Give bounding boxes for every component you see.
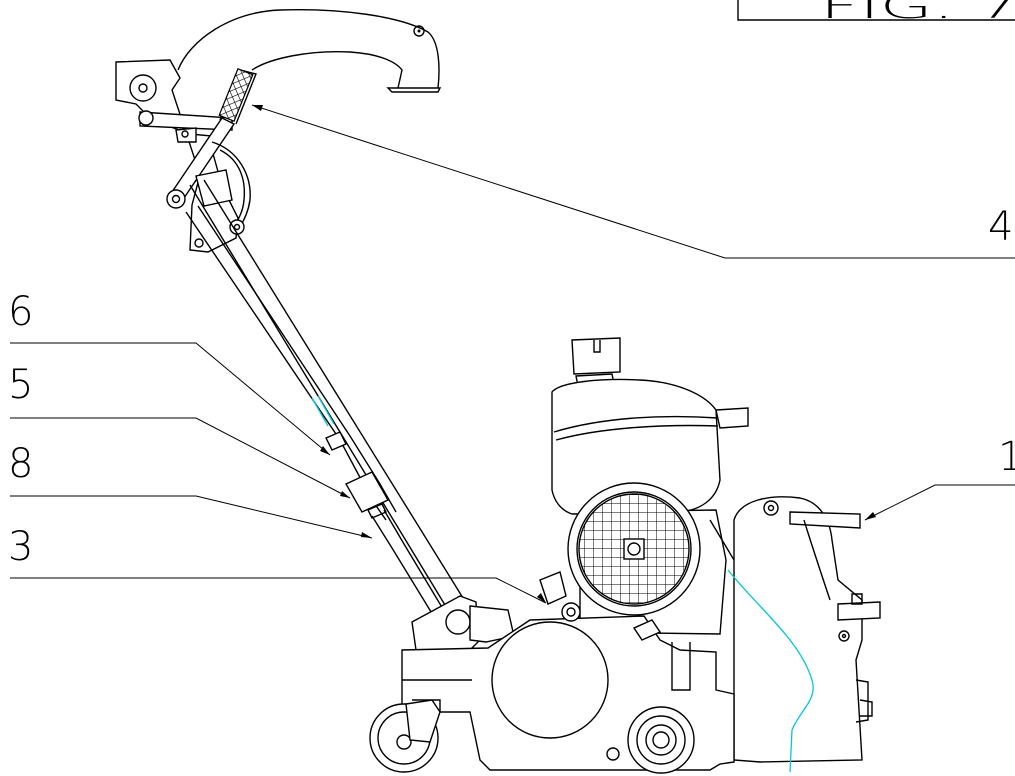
figure-title: FIG. 7 (820, 0, 1015, 27)
callout-leaders (10, 104, 1015, 604)
callout-5: 5 (8, 362, 33, 408)
figure-title-box: FIG. 7 (737, 0, 1015, 27)
dust-hose (177, 9, 442, 93)
handle-bracket (115, 59, 257, 253)
callout-6: 6 (8, 289, 33, 335)
callout-1: 1 (998, 434, 1015, 480)
motor-housing (551, 337, 749, 635)
machine-base (369, 571, 735, 774)
callout-8: 8 (8, 441, 33, 487)
callout-3: 3 (8, 524, 33, 570)
belt-guard (727, 496, 881, 773)
callout-labels: 6 5 8 3 4 1 (8, 204, 1015, 570)
handle-tube (185, 179, 464, 621)
callout-4: 4 (988, 204, 1013, 250)
